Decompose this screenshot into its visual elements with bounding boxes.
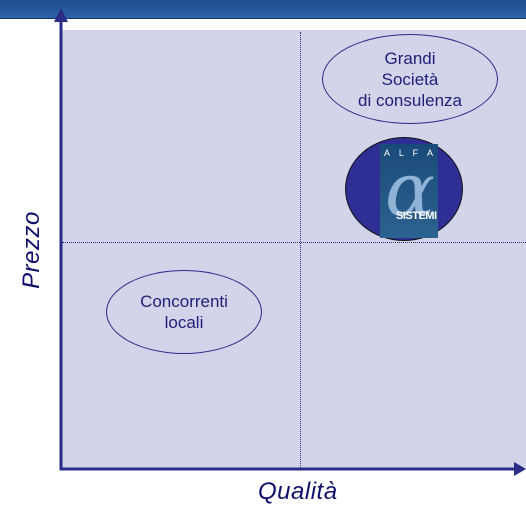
- local-competitors-line-2: locali: [164, 313, 204, 332]
- big-consulting-line-1: Grandi: [384, 48, 436, 68]
- local-competitors-ellipse: Concorrenti locali: [106, 270, 262, 354]
- x-axis-arrow: [514, 462, 526, 476]
- logo-letter: A: [426, 148, 434, 158]
- local-competitors-line-1: Concorrenti: [140, 292, 228, 311]
- big-consulting-ellipse: Grandi Società di consulenza: [322, 34, 498, 124]
- big-consulting-line-3: di consulenza: [358, 90, 462, 110]
- x-axis-label: Qualità: [258, 478, 338, 505]
- logo-letters: A L F A: [384, 148, 434, 158]
- logo-letter: A: [384, 148, 392, 158]
- logo-word: SISTEMI: [396, 210, 437, 222]
- logo-letter: F: [412, 148, 420, 158]
- quadrant-divider-vertical: [300, 32, 301, 468]
- alpha-symbol: α: [385, 147, 435, 233]
- big-consulting-line-2: Società: [381, 69, 439, 89]
- top-decorative-band: [0, 0, 526, 19]
- y-axis-arrow: [54, 8, 68, 22]
- logo-letter: L: [398, 148, 405, 158]
- quadrant-divider-horizontal: [62, 242, 526, 243]
- alfa-sistemi-logo: α A L F A SISTEMI: [380, 144, 438, 238]
- y-axis-label: Prezzo: [18, 211, 45, 289]
